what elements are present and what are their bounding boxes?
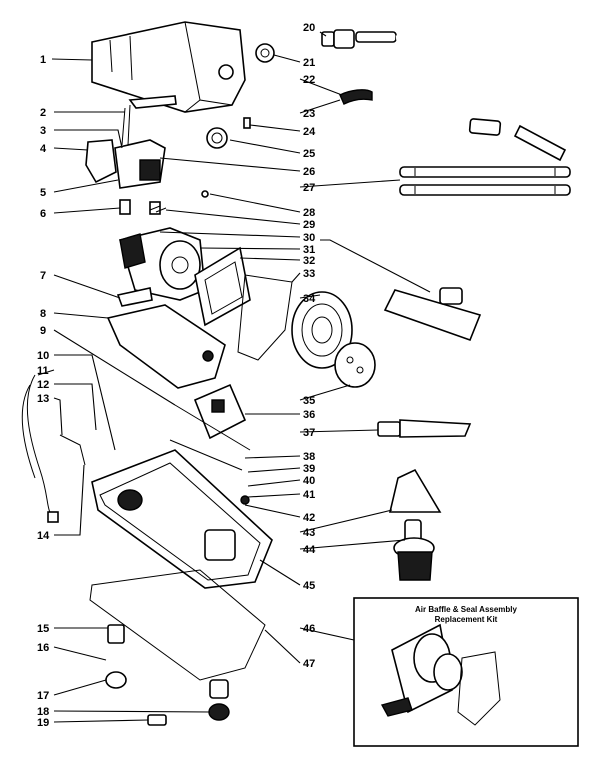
callout-40: 40 xyxy=(303,475,315,487)
callout-45: 45 xyxy=(303,580,315,592)
callout-25: 25 xyxy=(303,148,315,160)
part-32-33-gasket xyxy=(194,246,293,361)
part-30-31-motor xyxy=(118,227,206,301)
callout-35: 35 xyxy=(303,395,315,407)
callout-33: 33 xyxy=(303,268,315,280)
part-7-clip xyxy=(116,287,153,307)
part-9-38-plate xyxy=(169,404,251,471)
callout-1: 1 xyxy=(40,54,46,66)
callout-3: 3 xyxy=(40,125,46,137)
callout-43: 43 xyxy=(303,527,315,539)
leader-lines xyxy=(37,31,431,723)
inset-title-line2: Replacement Kit xyxy=(435,615,498,624)
callout-26: 26 xyxy=(303,166,315,178)
part-floor-nozzle xyxy=(383,287,482,342)
callout-19: 19 xyxy=(37,717,49,729)
part-15-19-small xyxy=(105,624,230,726)
callout-41: 41 xyxy=(303,489,315,501)
callout-6: 6 xyxy=(40,208,46,220)
callout-27: 27 xyxy=(303,182,315,194)
callout-23: 23 xyxy=(303,108,315,120)
part-44-brush xyxy=(393,519,435,581)
callout-17: 17 xyxy=(37,690,49,702)
callout-30: 30 xyxy=(303,232,315,244)
part-1-hood-cover xyxy=(91,21,246,113)
callout-18: 18 xyxy=(37,706,49,718)
callout-21: 21 xyxy=(303,57,315,69)
callout-2: 2 xyxy=(40,107,46,119)
callout-36: 36 xyxy=(303,409,315,421)
callout-5: 5 xyxy=(40,187,46,199)
callout-38: 38 xyxy=(303,451,315,463)
callout-13: 13 xyxy=(37,393,49,405)
part-8-bag xyxy=(106,304,226,389)
inset-air-baffle-kit: Air Baffle & Seal Assembly Replacement K… xyxy=(353,597,579,747)
part-20-hose-cuff xyxy=(321,29,397,49)
part-37-crevice-tool xyxy=(377,419,472,438)
callout-12: 12 xyxy=(37,379,49,391)
callout-39: 39 xyxy=(303,463,315,475)
callout-9: 9 xyxy=(40,325,46,337)
callout-37: 37 xyxy=(303,427,315,439)
callout-15: 15 xyxy=(37,623,49,635)
callout-44: 44 xyxy=(303,544,316,556)
callout-20: 20 xyxy=(303,22,315,34)
part-27-wands xyxy=(399,166,571,196)
callout-42: 42 xyxy=(303,512,315,524)
callout-46: 46 xyxy=(303,623,315,635)
part-34-35-filter xyxy=(291,291,376,388)
part-36-bracket xyxy=(193,383,247,440)
part-11-14-cord xyxy=(21,374,86,523)
part-28-29-screws xyxy=(149,205,167,213)
callout-24: 24 xyxy=(303,126,316,138)
callout-8: 8 xyxy=(40,308,46,320)
callout-16: 16 xyxy=(37,642,49,654)
callout-31: 31 xyxy=(303,244,315,256)
callout-14: 14 xyxy=(37,530,50,542)
inset-title-line1: Air Baffle & Seal Assembly xyxy=(415,605,518,614)
part-2-6-bracket xyxy=(85,95,209,215)
callout-34: 34 xyxy=(303,293,316,305)
callout-22: 22 xyxy=(303,74,315,86)
callout-47: 47 xyxy=(303,658,315,670)
callout-labels: 1234567891011121314151617181920212223242… xyxy=(37,22,316,729)
callout-10: 10 xyxy=(37,350,49,362)
callout-4: 4 xyxy=(40,143,47,155)
part-43-upholstery-tool xyxy=(388,468,442,513)
callout-11: 11 xyxy=(37,365,49,377)
part-45-base xyxy=(91,449,273,589)
part-47-skid-plate xyxy=(89,569,266,681)
part-22-23-hose xyxy=(337,33,567,162)
callout-32: 32 xyxy=(303,255,315,267)
callout-28: 28 xyxy=(303,207,315,219)
callout-29: 29 xyxy=(303,219,315,231)
callout-7: 7 xyxy=(40,270,46,282)
part-21-25-rings xyxy=(206,43,275,149)
